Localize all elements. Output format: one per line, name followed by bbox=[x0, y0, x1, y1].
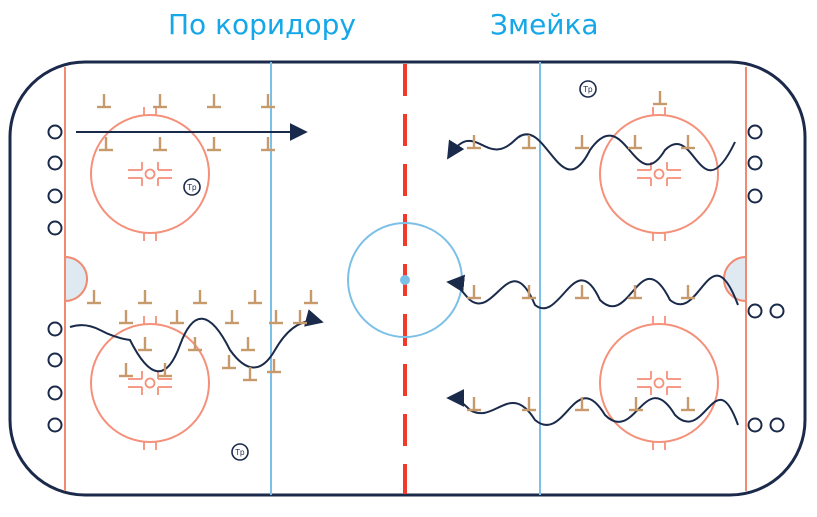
player-icon bbox=[47, 385, 63, 401]
cone-icon bbox=[269, 310, 283, 325]
player-icon bbox=[747, 417, 763, 433]
cone-icon bbox=[188, 337, 202, 352]
cone-icon bbox=[681, 135, 695, 150]
cone-icon bbox=[248, 290, 262, 305]
cone-icon bbox=[304, 290, 318, 305]
player-icon bbox=[769, 417, 785, 433]
player-icon bbox=[47, 155, 63, 171]
cone-icon bbox=[119, 310, 133, 325]
cone-icon bbox=[467, 285, 481, 300]
arrow-snake-top bbox=[447, 133, 736, 172]
player-icon bbox=[747, 303, 763, 319]
drill-title-snake: Змейка bbox=[490, 8, 599, 41]
cone-icon bbox=[99, 137, 113, 152]
coach-label: Тр bbox=[582, 85, 593, 94]
cone-icon bbox=[653, 91, 667, 106]
arrow-snake-bottom bbox=[446, 389, 739, 426]
cone-icon bbox=[225, 310, 239, 325]
cone-icon bbox=[522, 285, 536, 300]
coach-icon: Тр bbox=[231, 443, 249, 461]
player-icon bbox=[747, 155, 763, 171]
cone-icon bbox=[207, 137, 221, 152]
cone-icon bbox=[681, 397, 695, 412]
cone-icon bbox=[629, 397, 643, 412]
cone-icon bbox=[575, 135, 589, 150]
cone-icon bbox=[241, 337, 255, 352]
faceoff-circle-left-bottom bbox=[90, 323, 210, 443]
cone-icon bbox=[467, 397, 481, 412]
coach-label: Тр bbox=[234, 448, 245, 457]
coach-icon: Тр bbox=[579, 80, 597, 98]
cone-icon bbox=[153, 137, 167, 152]
player-icon bbox=[769, 303, 785, 319]
cone-icon bbox=[261, 94, 275, 109]
cone-icon bbox=[243, 367, 257, 382]
faceoff-dot-marks bbox=[128, 316, 172, 450]
cone-icon bbox=[467, 135, 481, 150]
cone-icon bbox=[522, 397, 536, 412]
faceoff-circle-right-bottom bbox=[599, 323, 719, 443]
cone-icon bbox=[681, 285, 695, 300]
goal-crease-left bbox=[64, 255, 88, 303]
player-icon bbox=[47, 220, 63, 236]
drill-title-corridor: По коридору bbox=[168, 8, 356, 41]
player-icon bbox=[47, 188, 63, 204]
cone-icon bbox=[267, 359, 281, 374]
player-icon bbox=[747, 124, 763, 140]
cone-icon bbox=[293, 310, 307, 325]
player-icon bbox=[47, 352, 63, 368]
cone-icon bbox=[207, 94, 221, 109]
cone-icon bbox=[222, 355, 236, 370]
cone-icon bbox=[261, 137, 275, 152]
cone-icon bbox=[170, 310, 184, 325]
cone-icon bbox=[138, 337, 152, 352]
coach-icon: Тр bbox=[183, 178, 201, 196]
center-faceoff-dot bbox=[400, 275, 410, 285]
cone-icon bbox=[575, 285, 589, 300]
coach-label: Тр bbox=[186, 183, 197, 192]
cone-icon bbox=[153, 94, 167, 109]
faceoff-dot-marks bbox=[637, 316, 681, 450]
cone-icon bbox=[628, 135, 642, 150]
player-icon bbox=[747, 188, 763, 204]
cone-icon bbox=[138, 290, 152, 305]
goal-crease-right bbox=[723, 255, 747, 303]
cone-icon bbox=[119, 363, 133, 378]
arrow-snake-middle bbox=[446, 274, 739, 310]
player-icon bbox=[47, 417, 63, 433]
cone-icon bbox=[193, 290, 207, 305]
cone-icon bbox=[97, 94, 111, 109]
player-icon bbox=[47, 124, 63, 140]
cone-icon bbox=[522, 135, 536, 150]
faceoff-circle-right-top bbox=[599, 114, 719, 234]
cone-icon bbox=[575, 397, 589, 412]
faceoff-circle-left-top bbox=[90, 114, 210, 234]
cone-icon bbox=[158, 363, 172, 378]
arrow-corridor-bottom-wave bbox=[69, 309, 324, 373]
cone-icon bbox=[628, 285, 642, 300]
player-icon bbox=[47, 321, 63, 337]
faceoff-dot-marks bbox=[128, 107, 172, 241]
cone-icon bbox=[87, 290, 101, 305]
